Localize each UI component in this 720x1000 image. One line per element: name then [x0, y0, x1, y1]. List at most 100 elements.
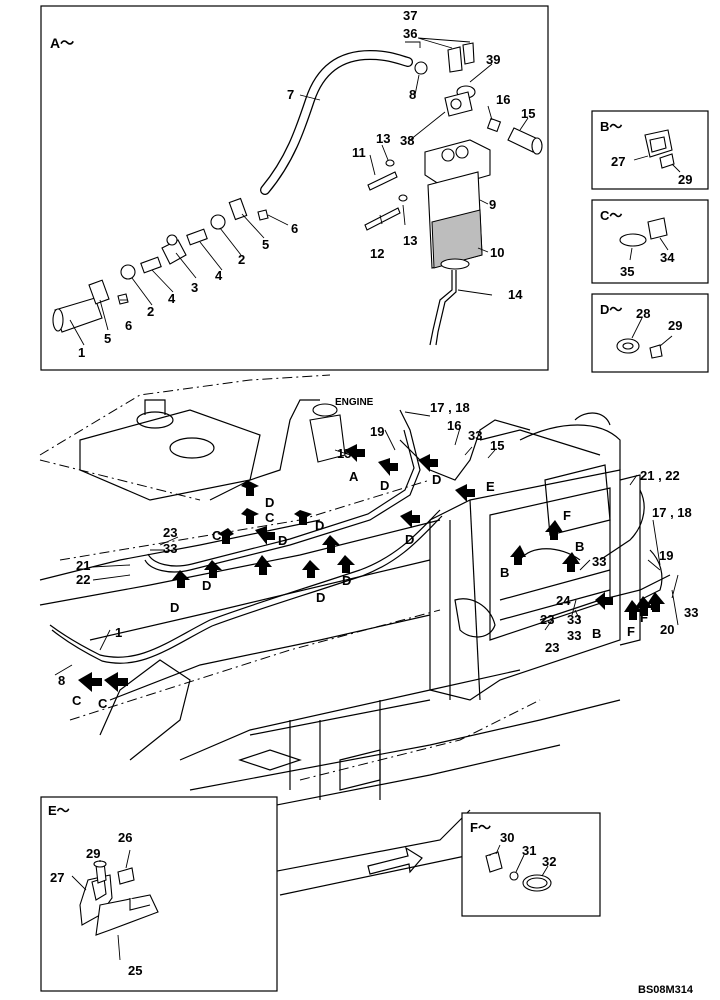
callout-3: 3: [191, 280, 198, 295]
callout-34: 34: [660, 250, 675, 265]
callout-11: 11: [352, 145, 366, 160]
callout-23-right-b: 23: [545, 640, 559, 655]
callout-2-left: 2: [147, 304, 154, 319]
view-arrow-f1: [545, 520, 563, 540]
callout-23-right-a: 23: [540, 612, 554, 627]
view-arrow-d8: [337, 555, 355, 573]
callout-37: 37: [403, 8, 417, 23]
callout-39: 39: [486, 52, 500, 67]
view-letter-d1: D: [265, 495, 274, 510]
callout-33-upper: 33: [468, 428, 482, 443]
callout-33-mid-b: 33: [567, 628, 581, 643]
callout-5-right: 5: [262, 237, 269, 252]
drawing-code: BS08M314: [638, 984, 694, 996]
view-letter-f3: F: [640, 610, 648, 625]
callout-24: 24: [556, 593, 571, 608]
callout-25: 25: [128, 963, 142, 978]
view-letter-c2: C: [212, 528, 222, 543]
view-letter-f2: F: [627, 624, 635, 639]
callout-36: 36: [403, 26, 417, 41]
callout-15-right: 15: [490, 438, 504, 453]
view-arrow-d11: [378, 458, 398, 476]
view-arrow-e: [455, 484, 475, 502]
callout-38: 38: [400, 133, 414, 148]
callout-33-radiator: 33: [592, 554, 606, 569]
view-arrow-d6: [294, 510, 312, 525]
callout-28: 28: [636, 306, 650, 321]
view-arrow-c1: [241, 508, 259, 524]
panel-e: E～ 27 29 26 25: [40, 796, 278, 992]
callout-29-e: 29: [86, 846, 100, 861]
view-arrows: A D C C D D D D D D D D D E F B B: [72, 444, 665, 875]
view-arrow-d7: [322, 535, 340, 553]
callout-27-e: 27: [50, 870, 64, 885]
view-arrow-d9: [302, 560, 320, 578]
callout-20: 20: [660, 622, 674, 637]
main-callouts: 17 , 18 19 16 33 15 15 21 , 22 17 , 18 1…: [54, 400, 698, 856]
callout-1-main: 1: [115, 625, 122, 640]
callout-33-left: 33: [163, 541, 177, 556]
view-letter-b1: B: [500, 565, 509, 580]
machine-frame: ENGINE: [39, 374, 641, 896]
callout-16-main: 16: [447, 418, 461, 433]
callout-33-mid-a: 33: [567, 612, 581, 627]
callout-10: 10: [490, 245, 504, 260]
view-arrow-c3: [78, 672, 102, 692]
view-arrow-d1: [241, 480, 259, 496]
view-arrow-d2: [255, 526, 275, 545]
view-letter-c3: C: [72, 693, 82, 708]
view-letter-d2: D: [278, 533, 287, 548]
panel-e-title: E～: [48, 803, 70, 818]
panel-f-title: F～: [470, 820, 491, 835]
view-letter-d4: D: [202, 578, 211, 593]
callout-22-left: 22: [76, 572, 90, 587]
view-letter-d5: D: [170, 600, 179, 615]
callout-27-b: 27: [611, 154, 625, 169]
callout-8-main: 8: [58, 673, 65, 688]
panel-d-frame: [591, 293, 709, 373]
view-arrow-f4: [647, 592, 665, 612]
view-letter-c4: C: [98, 696, 108, 711]
view-letter-f1: F: [563, 508, 571, 523]
engine-label: ENGINE: [335, 397, 374, 408]
callout-5-left: 5: [104, 331, 111, 346]
callout-2-right: 2: [238, 252, 245, 267]
view-letter-e: E: [486, 479, 495, 494]
callout-23-left: 23: [163, 525, 177, 540]
callout-21-22-right: 21 , 22: [640, 468, 680, 483]
callout-7: 7: [287, 87, 294, 102]
view-letter-d9: D: [316, 590, 325, 605]
view-arrow-b2: [562, 552, 580, 572]
callout-13-lower: 13: [403, 233, 417, 248]
panel-a-title: A～: [50, 35, 74, 51]
callout-26: 26: [118, 830, 132, 845]
view-letter-b3: B: [592, 626, 601, 641]
view-arrow-f2: [624, 600, 642, 620]
view-arrow-f3: [635, 596, 653, 616]
view-letter-d7: D: [380, 478, 389, 493]
direction-arrow: [367, 846, 423, 875]
callout-6-left: 6: [125, 318, 132, 333]
callout-21-left: 21: [76, 558, 90, 573]
callout-15: 15: [521, 106, 535, 121]
callout-9: 9: [489, 197, 496, 212]
panel-d: D～ 28 29: [591, 293, 709, 373]
callout-33-right: 33: [684, 605, 698, 620]
view-letter-a: A: [349, 469, 359, 484]
callout-8: 8: [409, 87, 416, 102]
callout-29-d: 29: [668, 318, 682, 333]
view-letter-d8: D: [342, 573, 351, 588]
view-arrow-d10: [400, 510, 420, 528]
callout-6-right: 6: [291, 221, 298, 236]
view-arrow-d3: [254, 555, 272, 575]
panel-e-frame: [40, 796, 278, 992]
callout-29-b: 29: [678, 172, 692, 187]
panel-f-frame: [461, 812, 601, 917]
callout-30: 30: [500, 830, 514, 845]
view-arrow-d12: [418, 454, 438, 472]
callout-16: 16: [496, 92, 510, 107]
callout-32: 32: [542, 854, 556, 869]
panel-d-title: D～: [600, 302, 622, 317]
panel-b-frame: [591, 110, 709, 190]
